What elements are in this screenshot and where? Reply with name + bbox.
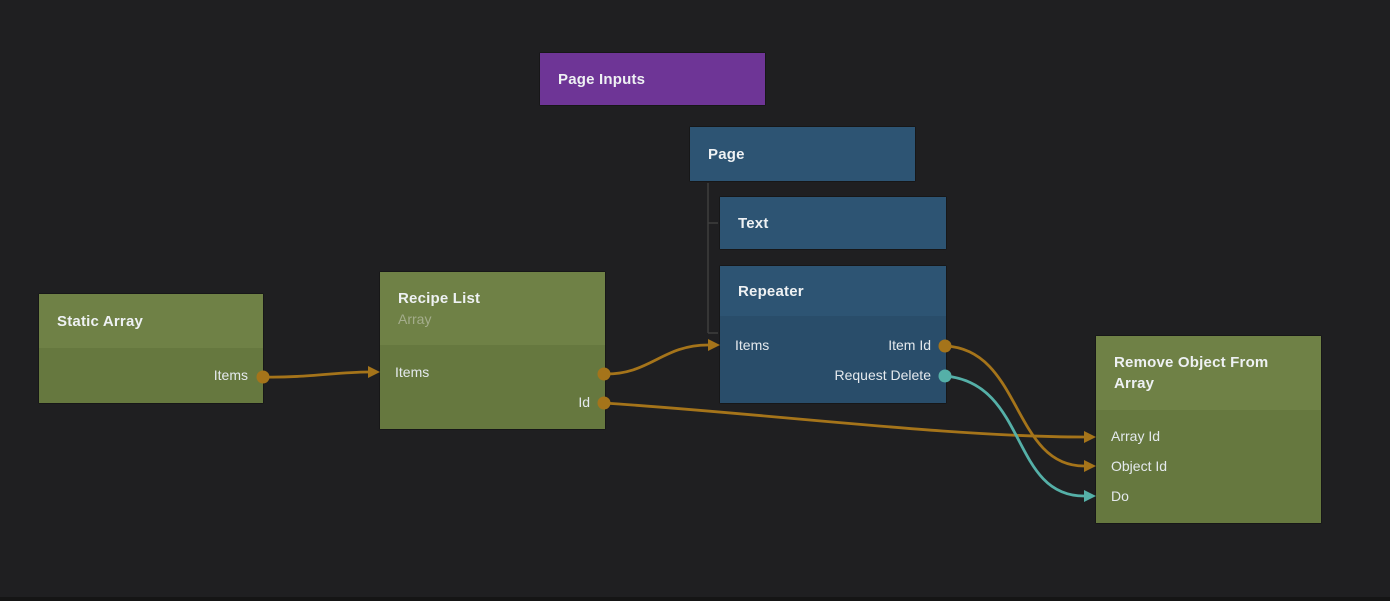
input-port-items[interactable]: Items — [735, 337, 770, 353]
arrowhead-icon — [1084, 490, 1096, 502]
node-title: Repeater — [738, 282, 804, 300]
node-page-inputs[interactable]: Page Inputs — [540, 53, 765, 105]
node-body: Items — [39, 348, 263, 403]
node-title: Text — [738, 214, 769, 232]
port-row-items[interactable]: Items — [380, 357, 605, 387]
node-header: Recipe List Array — [380, 272, 605, 345]
output-port-id[interactable]: Id — [578, 394, 590, 410]
output-port-items[interactable]: Items — [213, 367, 248, 383]
node-recipe-list[interactable]: Recipe List Array Items Id — [380, 272, 605, 429]
arrowhead-icon — [1084, 460, 1096, 472]
node-subtitle: Array — [398, 310, 432, 327]
node-repeater[interactable]: Repeater Items Item Id Request Delete — [720, 266, 946, 403]
input-output-port-items[interactable]: Items — [395, 364, 430, 380]
node-body: Items Id — [380, 345, 605, 429]
connection-recipelist-id-to-remove-arrayid[interactable] — [603, 401, 1085, 439]
port-row-items-itemid[interactable]: Items Item Id — [720, 330, 946, 360]
hierarchy-tree-line — [707, 183, 718, 334]
node-header: Repeater — [720, 266, 946, 316]
node-title: Page — [708, 145, 745, 163]
port-row-array-id[interactable]: Array Id — [1096, 421, 1321, 451]
connection-recipelist-items-to-repeater-items[interactable] — [603, 343, 709, 376]
port-row-request-delete[interactable]: Request Delete — [720, 360, 946, 390]
arrowhead-icon — [1084, 431, 1096, 443]
node-header: Text — [720, 197, 946, 249]
node-header: Static Array — [39, 294, 263, 348]
node-header: Remove Object From Array — [1096, 336, 1321, 410]
node-header: Page — [690, 127, 915, 181]
node-text[interactable]: Text — [720, 197, 946, 249]
node-body: Items Item Id Request Delete — [720, 316, 946, 403]
canvas-bottom-edge — [0, 597, 1390, 601]
arrowhead-icon — [708, 339, 720, 351]
input-port-object-id[interactable]: Object Id — [1111, 458, 1168, 474]
port-row-object-id[interactable]: Object Id — [1096, 451, 1321, 481]
node-page[interactable]: Page — [690, 127, 915, 181]
connection-repeater-requestdelete-to-remove-do[interactable] — [944, 374, 1085, 498]
node-remove-object-from-array[interactable]: Remove Object From Array Array Id Object… — [1096, 336, 1321, 523]
connection-repeater-itemid-to-remove-objectid[interactable] — [944, 344, 1085, 468]
node-title: Static Array — [57, 312, 144, 330]
port-row-id[interactable]: Id — [380, 387, 605, 417]
node-title: Recipe List — [398, 289, 481, 307]
node-body: Array Id Object Id Do — [1096, 410, 1321, 523]
node-header: Page Inputs — [540, 53, 765, 105]
output-port-item-id[interactable]: Item Id — [888, 337, 931, 353]
node-title: Remove Object From Array — [1114, 354, 1269, 392]
output-port-request-delete[interactable]: Request Delete — [834, 367, 931, 383]
node-static-array[interactable]: Static Array Items — [39, 294, 263, 403]
arrowhead-icon — [368, 366, 380, 378]
node-title: Page Inputs — [558, 70, 646, 88]
port-row-do[interactable]: Do — [1096, 481, 1321, 511]
input-port-array-id[interactable]: Array Id — [1111, 428, 1161, 444]
input-port-do[interactable]: Do — [1111, 488, 1129, 504]
port-row-items[interactable]: Items — [39, 360, 263, 390]
connection-staticarray-items-to-recipelist-items[interactable] — [262, 370, 369, 379]
